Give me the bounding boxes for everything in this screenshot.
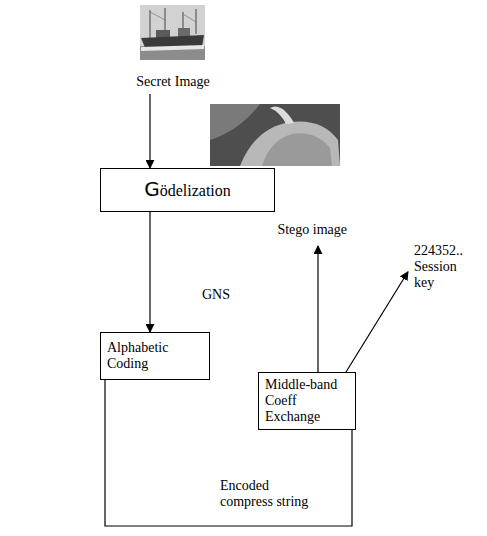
- flow-arrow: [149, 212, 150, 332]
- ship-cabin: [178, 28, 190, 37]
- pepper-photo: [210, 104, 340, 166]
- photo-sky: [140, 5, 205, 60]
- node-text: Gödelization: [107, 179, 268, 201]
- node-text: Stego image: [205, 222, 347, 238]
- ship-rigging: [150, 12, 165, 20]
- pepper-shadow: [262, 133, 332, 166]
- flow-arrow: [346, 272, 408, 372]
- node-text: Alphabetic Coding: [107, 340, 203, 372]
- flow-arrow: [317, 246, 318, 372]
- node-text: Middle-band Coeff Exchange: [265, 377, 349, 425]
- ship-photo: [140, 5, 205, 60]
- output-note: 224352.. Session key: [412, 243, 478, 291]
- node-text: 224352.. Session key: [414, 243, 476, 291]
- connectors: [105, 94, 408, 526]
- image-area: [205, 104, 347, 222]
- image-caption: Stego image: [205, 104, 347, 238]
- ship-stripe: [141, 45, 204, 51]
- process-box: Gödelization: [100, 168, 275, 212]
- process-box: Middle-band Coeff Exchange: [258, 372, 356, 430]
- flow-arrow: [149, 94, 150, 168]
- photo-background: [210, 104, 340, 166]
- photo-shade: [210, 104, 260, 140]
- node-text: Secret Image: [118, 74, 228, 90]
- process-box: Alphabetic Coding: [100, 332, 210, 380]
- image-caption: Secret Image: [118, 4, 228, 90]
- edge-label: GNS: [200, 287, 264, 303]
- image-area: [118, 4, 228, 74]
- pepper-body: [240, 121, 340, 166]
- ship-hull: [141, 35, 204, 50]
- pepper-stem: [270, 106, 294, 124]
- photo-water: [140, 46, 205, 60]
- edge-label: Encoded compress string: [218, 478, 327, 510]
- ship-rigging: [183, 14, 196, 22]
- ship-mast: [150, 10, 151, 38]
